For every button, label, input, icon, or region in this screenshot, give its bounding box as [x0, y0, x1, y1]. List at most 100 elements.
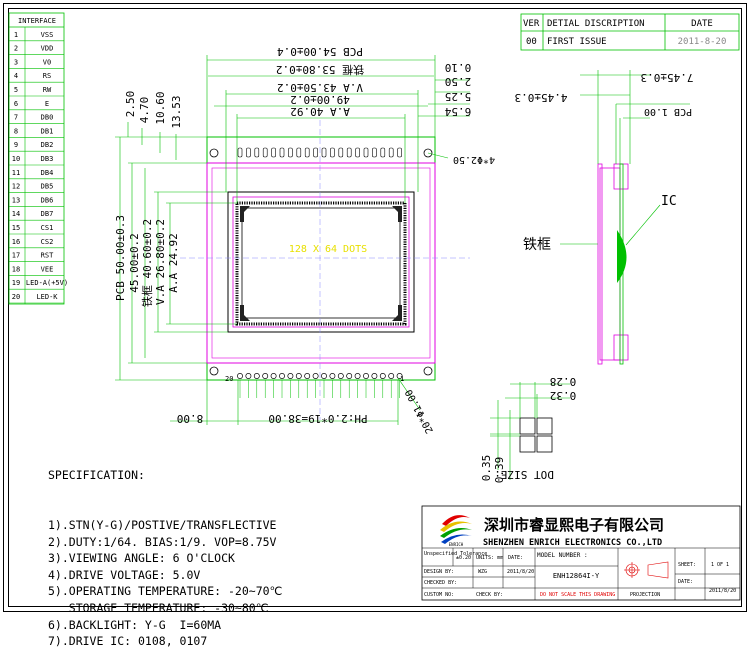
- top-pad: [304, 147, 310, 158]
- dim-r4: 6.54: [444, 105, 471, 118]
- dim-pcb-height: PCB 50.00±0.3: [114, 215, 127, 301]
- top-pad: [388, 147, 394, 158]
- top-pad: [338, 147, 344, 158]
- design-date: 2011/8/20: [507, 569, 534, 575]
- pin20-label: 20: [225, 375, 233, 383]
- dim-frame-width: 铁框 53.80±0.2: [276, 63, 364, 76]
- dim-dot-w2: 0.32: [550, 389, 577, 402]
- dim-side-module: 4.45±0.3: [515, 91, 568, 104]
- spec-line: 4).DRIVE VOLTAGE: 5.0V: [48, 567, 201, 582]
- pin-name: LED-A(+5V): [26, 279, 68, 287]
- rev-header-date: DATE: [691, 19, 713, 29]
- model-number: ENH12864I-Y: [553, 572, 600, 580]
- dim-bottom-left: 8.00: [177, 412, 204, 425]
- pin-number: 20: [12, 293, 20, 301]
- pin-name: CS1: [41, 224, 54, 232]
- tol-label: Unspecified Tolerance: [424, 551, 487, 557]
- top-pad: [288, 147, 293, 158]
- logo-text: ENRICH: [449, 542, 464, 547]
- pin-number: 16: [12, 238, 20, 246]
- units: UNITS: mm: [476, 555, 503, 561]
- spec-title: SPECIFICATION:: [48, 468, 145, 483]
- pin-name: RW: [43, 86, 52, 94]
- pin-number: 10: [12, 155, 20, 163]
- pin-hole: [396, 373, 403, 379]
- drawing-border: [8, 8, 742, 607]
- pin-number: 5: [14, 86, 18, 94]
- pin-name: VSS: [41, 31, 54, 39]
- top-pad: [254, 147, 260, 158]
- pin-hole: [379, 373, 386, 379]
- pin-name: VDD: [41, 45, 54, 53]
- dim-r2: 2.50: [445, 75, 472, 88]
- pin-hole: [295, 373, 302, 379]
- no-scale-note: DO NOT SCALE THIS DRAWING: [540, 592, 615, 598]
- dim-side-total: 7.45±0.3: [641, 71, 694, 84]
- top-pad: [363, 147, 369, 158]
- rev-header-ver: VER: [523, 19, 540, 29]
- spec-line: 1).STN(Y-G)/POSTIVE/TRANSFLECTIVE: [48, 517, 277, 532]
- spec-line: STORAGE TEMPERATURE: -30~80℃: [48, 600, 269, 615]
- company-name-cn: 深圳市睿显熙电子有限公司: [484, 516, 664, 534]
- pin-name: V0: [43, 58, 51, 66]
- date-label: DATE:: [508, 555, 523, 561]
- sheet-value: 1 OF 1: [711, 562, 729, 568]
- date2-value: 2011/8/20: [709, 588, 736, 594]
- dot-size-label: DOT SIZE:: [494, 468, 554, 481]
- pin-number: 11: [12, 169, 20, 177]
- spec-line: 2).DUTY:1/64. BIAS:1/9. VOP=8.75V: [48, 534, 277, 549]
- spec-line: 6).BACKLIGHT: Y-G I=60MA: [48, 617, 222, 632]
- top-pad: [237, 147, 243, 158]
- pin-name: VEE: [41, 265, 54, 273]
- hole-callout: 4*Φ2.50: [427, 152, 495, 165]
- pin-name: LED-K: [36, 293, 58, 301]
- pin-hole: [279, 373, 285, 379]
- pin-hole: [371, 373, 378, 379]
- dim-side-pcb: PCB 1.00: [644, 106, 692, 117]
- pin-number: 1: [14, 31, 18, 39]
- company-name-en: SHENZHEN ENRICH ELECTRONICS CO.,LTD: [483, 538, 662, 548]
- pin-number: 15: [12, 224, 20, 232]
- pin-hole: [237, 373, 243, 379]
- pin-name: DB1: [41, 127, 54, 135]
- pin-number: 13: [12, 196, 20, 204]
- dots-label: 128 X 64 DOTS: [289, 244, 367, 255]
- pin-name: RST: [41, 252, 54, 260]
- pin-hole: [321, 373, 327, 379]
- rev-desc: FIRST ISSUE: [547, 37, 607, 47]
- custom-label: CUSTOM NO:: [424, 592, 454, 598]
- dim-r3: 5.25: [445, 90, 472, 103]
- pin-hole: [287, 373, 294, 379]
- front-view: 128 X 64 DOTS 20 1: [180, 120, 470, 420]
- pin-number: 7: [14, 114, 18, 122]
- pin-name: DB7: [41, 210, 54, 218]
- tol-value: ±0.20: [456, 555, 471, 561]
- spec-line: 7).DRIVE IC: 0108, 0107: [48, 634, 208, 649]
- dim-dot-h2: 0.39: [493, 457, 506, 484]
- top-pad: [346, 147, 352, 158]
- pin-name: DB2: [41, 141, 54, 149]
- top-pad: [279, 147, 285, 158]
- top-pad: [262, 147, 268, 158]
- top-pad: [355, 147, 360, 158]
- dim-frame-height: 45.00±0.2: [128, 233, 141, 293]
- pin-hole: [312, 373, 319, 379]
- pin-hole: [363, 373, 369, 379]
- rev-ver: 00: [526, 37, 537, 47]
- top-pad: [372, 147, 377, 158]
- dim-pcb-width: PCB 54.00±0.4: [277, 45, 363, 58]
- top-pad: [271, 147, 276, 158]
- spec-line: 5).OPERATING TEMPERATURE: -20~70℃: [48, 584, 283, 599]
- pin-number: 17: [12, 252, 20, 260]
- projection-label: PROJECTION: [630, 592, 660, 598]
- dim-pin-pitch: PH:2.0*19=38.00: [268, 412, 367, 425]
- pin-hole: [304, 373, 311, 379]
- dim-left-v3: 10.60: [154, 91, 167, 124]
- pin-name: DB6: [41, 196, 54, 204]
- dim-r1: 0.10: [445, 61, 472, 74]
- pin-number: 18: [12, 265, 20, 273]
- dim-left-v1: 2.50: [124, 91, 137, 118]
- revision-table: VER DETIAL DISCRIPTION DATE 00 FIRST ISS…: [520, 13, 740, 51]
